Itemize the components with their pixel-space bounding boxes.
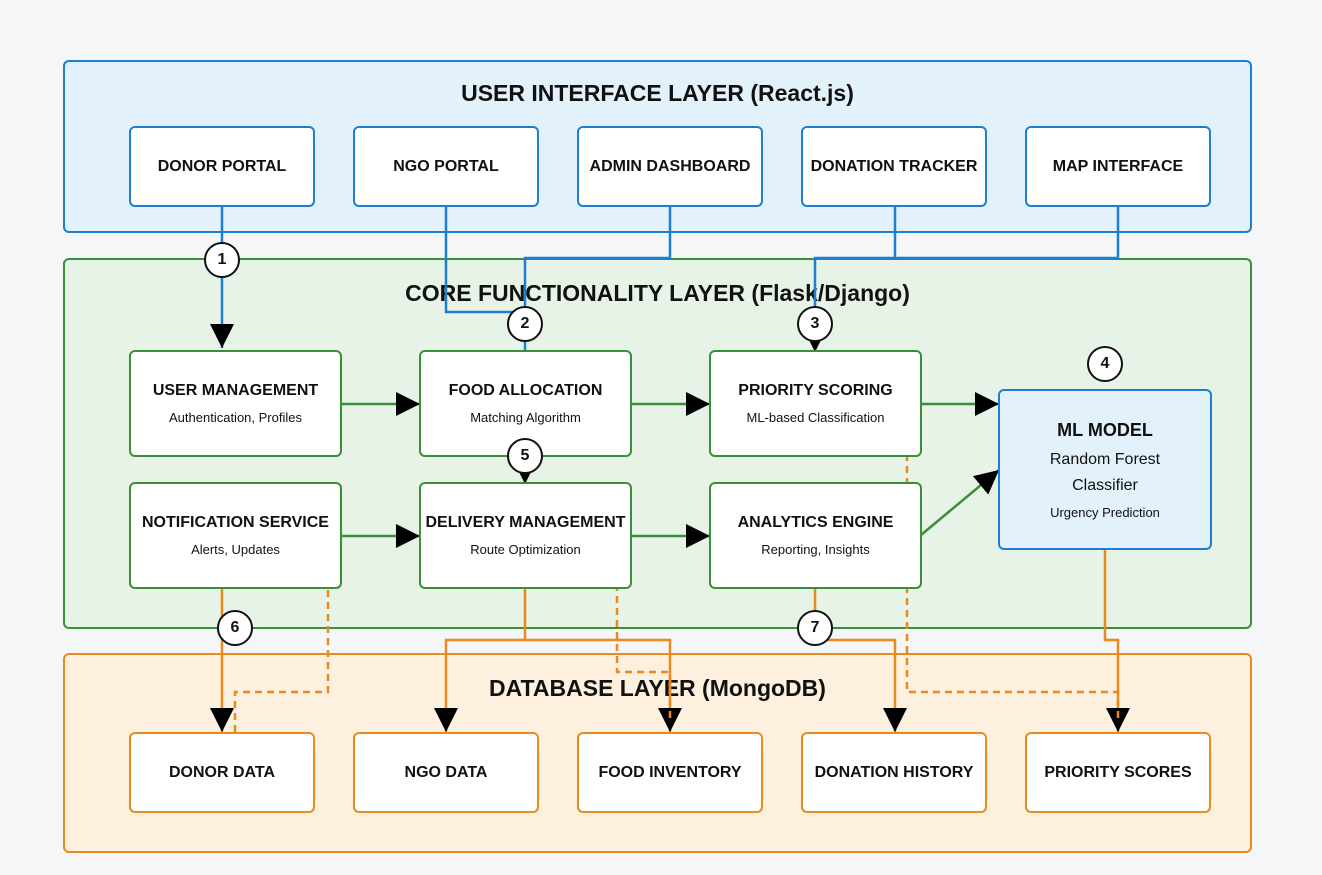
analytics-engine-box: ANALYTICS ENGINE Reporting, Insights	[709, 482, 922, 589]
ml-model-title: ML MODEL	[1057, 419, 1153, 440]
step-badge-1: 1	[204, 242, 240, 278]
analytics-engine-sub: Reporting, Insights	[761, 542, 870, 557]
priority-scoring-label: PRIORITY SCORING	[738, 382, 893, 399]
map-interface-box: MAP INTERFACE	[1025, 126, 1211, 207]
donor-data-label: DONOR DATA	[168, 763, 276, 781]
admin-dashboard-label: ADMIN DASHBOARD	[589, 157, 751, 175]
step-badge-4: 4	[1087, 346, 1123, 382]
ml-model-line2: Classifier	[1072, 476, 1138, 494]
ngo-portal-box: NGO PORTAL	[353, 126, 539, 207]
step-badge-2: 2	[507, 306, 543, 342]
step-badge-7: 7	[797, 610, 833, 646]
food-allocation-label: FOOD ALLOCATION	[448, 382, 603, 399]
donation-history-label: DONATION HISTORY	[814, 763, 974, 781]
core-layer-title: CORE FUNCTIONALITY LAYER (Flask/Django)	[405, 280, 910, 306]
step-badge-6: 6	[217, 610, 253, 646]
admin-dashboard-box: ADMIN DASHBOARD	[577, 126, 763, 207]
map-interface-label: MAP INTERFACE	[1052, 157, 1184, 175]
donation-tracker-box: DONATION TRACKER	[801, 126, 987, 207]
priority-scoring-sub: ML-based Classification	[746, 410, 885, 425]
ui-layer-title: USER INTERFACE LAYER (React.js)	[461, 80, 854, 106]
ngo-portal-label: NGO PORTAL	[393, 157, 499, 175]
priority-scoring-box: PRIORITY SCORING ML-based Classification	[709, 350, 922, 457]
notification-service-box: NOTIFICATION SERVICE Alerts, Updates	[129, 482, 342, 589]
delivery-management-sub: Route Optimization	[470, 542, 581, 557]
delivery-management-label: DELIVERY MANAGEMENT	[425, 514, 626, 531]
delivery-management-box: DELIVERY MANAGEMENT Route Optimization	[419, 482, 632, 589]
donor-data-box: DONOR DATA	[129, 732, 315, 813]
food-inventory-label: FOOD INVENTORY	[598, 763, 742, 781]
notification-service-label: NOTIFICATION SERVICE	[142, 514, 329, 531]
food-inventory-box: FOOD INVENTORY	[577, 732, 763, 813]
ngo-data-box: NGO DATA	[353, 732, 539, 813]
food-allocation-sub: Matching Algorithm	[470, 410, 581, 425]
ml-model-box: ML MODEL Random Forest Classifier Urgenc…	[998, 389, 1212, 550]
donor-portal-label: DONOR PORTAL	[157, 157, 287, 175]
user-management-sub: Authentication, Profiles	[169, 410, 302, 425]
ml-model-line1: Random Forest	[1049, 450, 1161, 468]
donation-history-box: DONATION HISTORY	[801, 732, 987, 813]
step-badge-5: 5	[507, 438, 543, 474]
step-badge-3: 3	[797, 306, 833, 342]
priority-scores-box: PRIORITY SCORES	[1025, 732, 1211, 813]
donor-portal-box: DONOR PORTAL	[129, 126, 315, 207]
ml-model-sub: Urgency Prediction	[1050, 504, 1160, 520]
priority-scores-label: PRIORITY SCORES	[1044, 763, 1192, 781]
user-management-box: USER MANAGEMENT Authentication, Profiles	[129, 350, 342, 457]
analytics-engine-label: ANALYTICS ENGINE	[737, 514, 894, 531]
donation-tracker-label: DONATION TRACKER	[810, 157, 978, 175]
notification-service-sub: Alerts, Updates	[191, 542, 280, 557]
ngo-data-label: NGO DATA	[404, 763, 488, 781]
db-layer-title: DATABASE LAYER (MongoDB)	[489, 675, 826, 701]
user-management-label: USER MANAGEMENT	[152, 382, 319, 399]
